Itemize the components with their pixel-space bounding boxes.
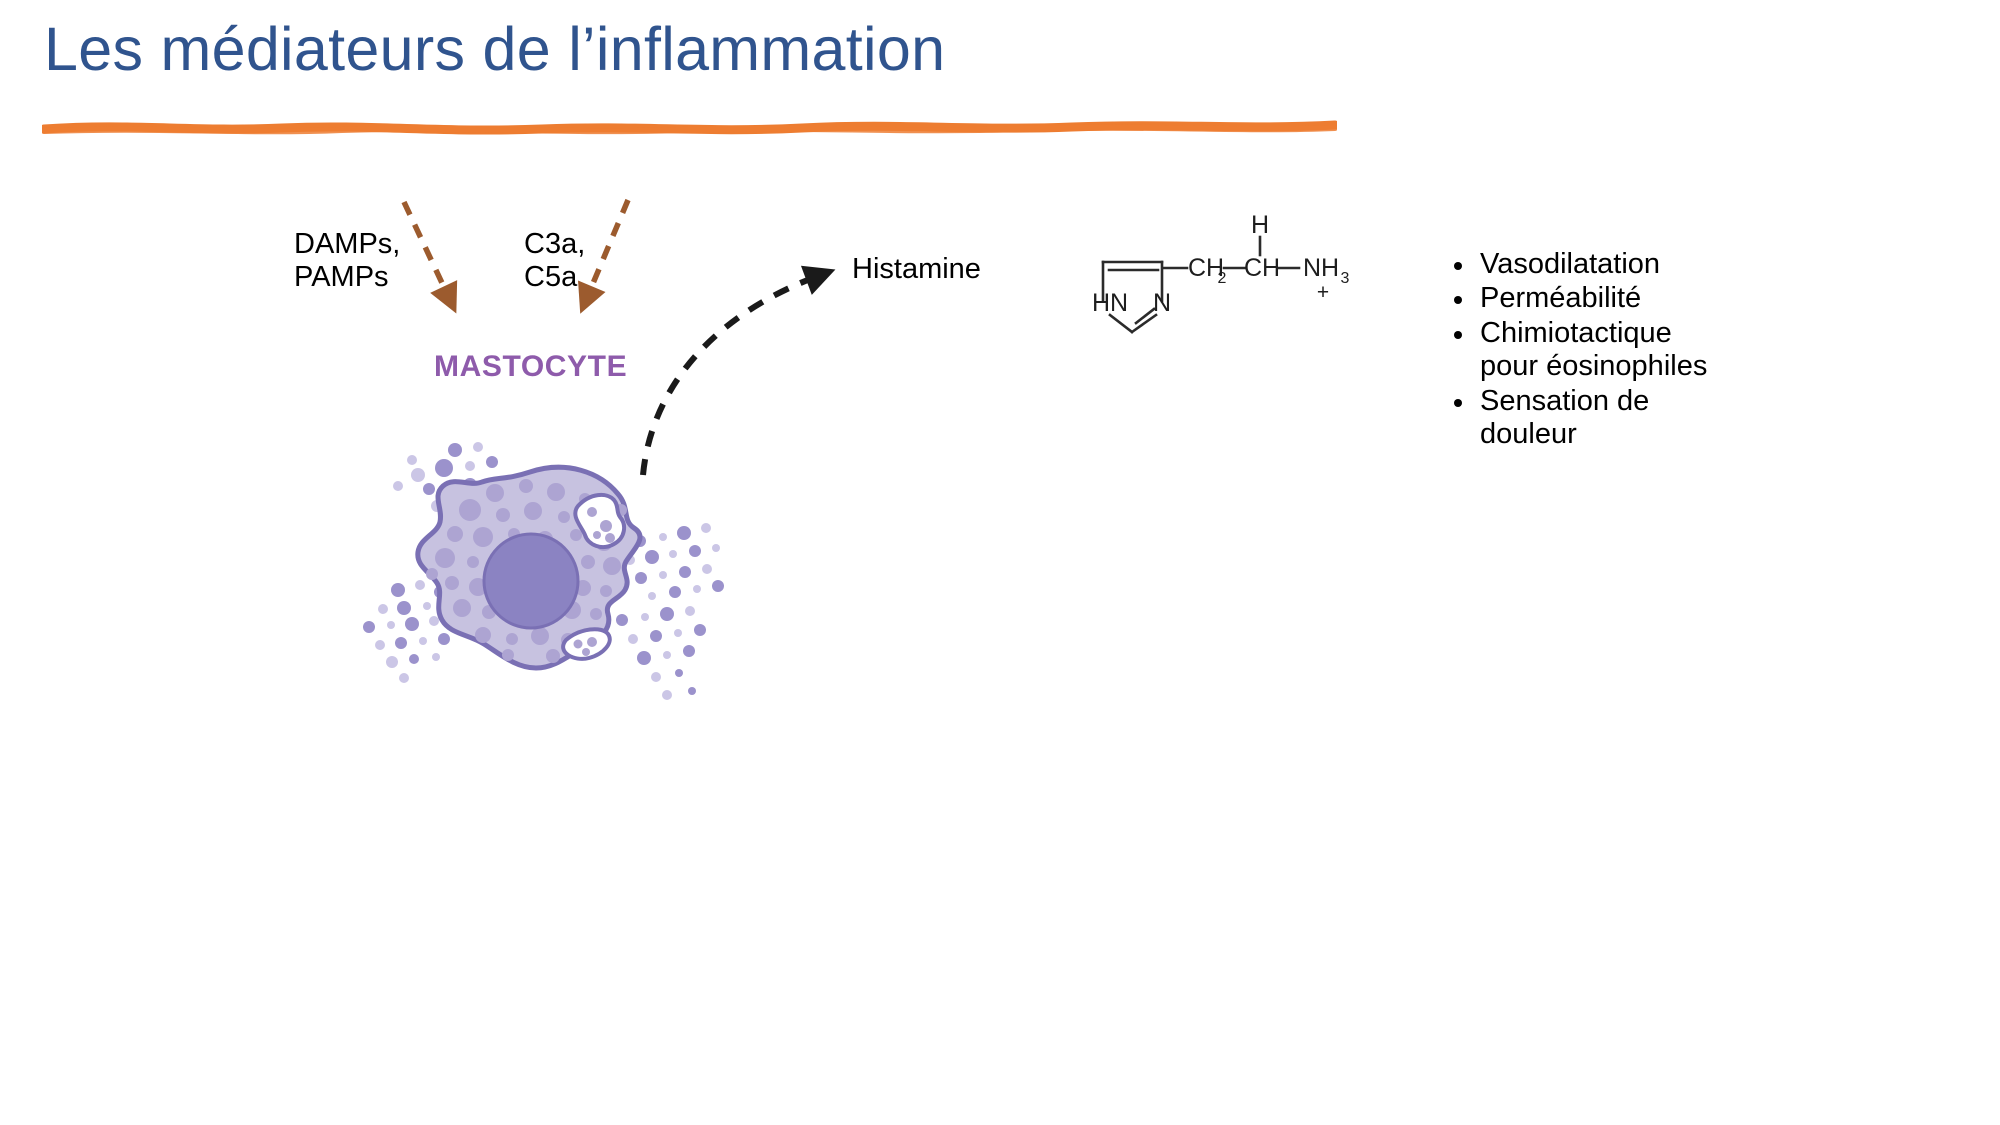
stimulus-label-damps-pamps: DAMPs, PAMPs	[294, 228, 401, 294]
stimulus-label-c3a-c5a: C3a, C5a	[524, 228, 586, 294]
atom-label-ch2-sub: 2	[1218, 270, 1227, 287]
released-granules-lower-left	[363, 580, 459, 683]
released-granules-upper-left	[393, 442, 510, 528]
list-item: Sensation de douleur	[1454, 385, 1730, 453]
mast-cell-illustration	[363, 442, 724, 700]
histamine-effects-list: Vasodilatation Perméabilité Chimiotactiq…	[1448, 248, 1730, 453]
stimulus-arrow-damps-pamps	[401, 200, 458, 314]
atom-label-nh3: NH	[1303, 254, 1339, 282]
histamine-molecule-structure: HN N CH 2 CH H NH 3 +	[1092, 215, 1350, 334]
atom-label-nh3-sub: 3	[1341, 270, 1350, 287]
atom-label-charge: +	[1317, 281, 1329, 304]
mast-cell-body	[415, 464, 643, 671]
intracellular-granules	[426, 479, 627, 663]
atom-label-n: N	[1153, 289, 1171, 317]
mediator-label-histamine: Histamine	[852, 253, 981, 285]
atom-label-hn: HN	[1092, 289, 1128, 317]
released-granules-right-upper	[625, 523, 724, 600]
stimulus-arrow-c3a-c5a	[578, 198, 631, 314]
title-underline-rule	[42, 120, 1337, 135]
page-title: Les médiateurs de l’inflammation	[44, 15, 946, 83]
list-item: Perméabilité	[1454, 282, 1730, 316]
mast-cell-nucleus	[482, 532, 580, 630]
list-item: Chimiotactique pour éosinophiles	[1454, 317, 1730, 385]
exocytosis-vesicle-lower	[561, 627, 612, 661]
atom-label-ch: CH	[1244, 254, 1280, 282]
list-item: Vasodilatation	[1454, 248, 1730, 282]
exocytosis-vesicle-upper	[573, 492, 627, 549]
atom-label-h-top: H	[1251, 215, 1269, 239]
cell-label-mastocyte: MASTOCYTE	[434, 350, 628, 383]
histamine-release-arrow	[640, 265, 836, 476]
atom-label-ch2: CH	[1188, 254, 1224, 282]
released-granules-right-lower	[616, 606, 706, 700]
